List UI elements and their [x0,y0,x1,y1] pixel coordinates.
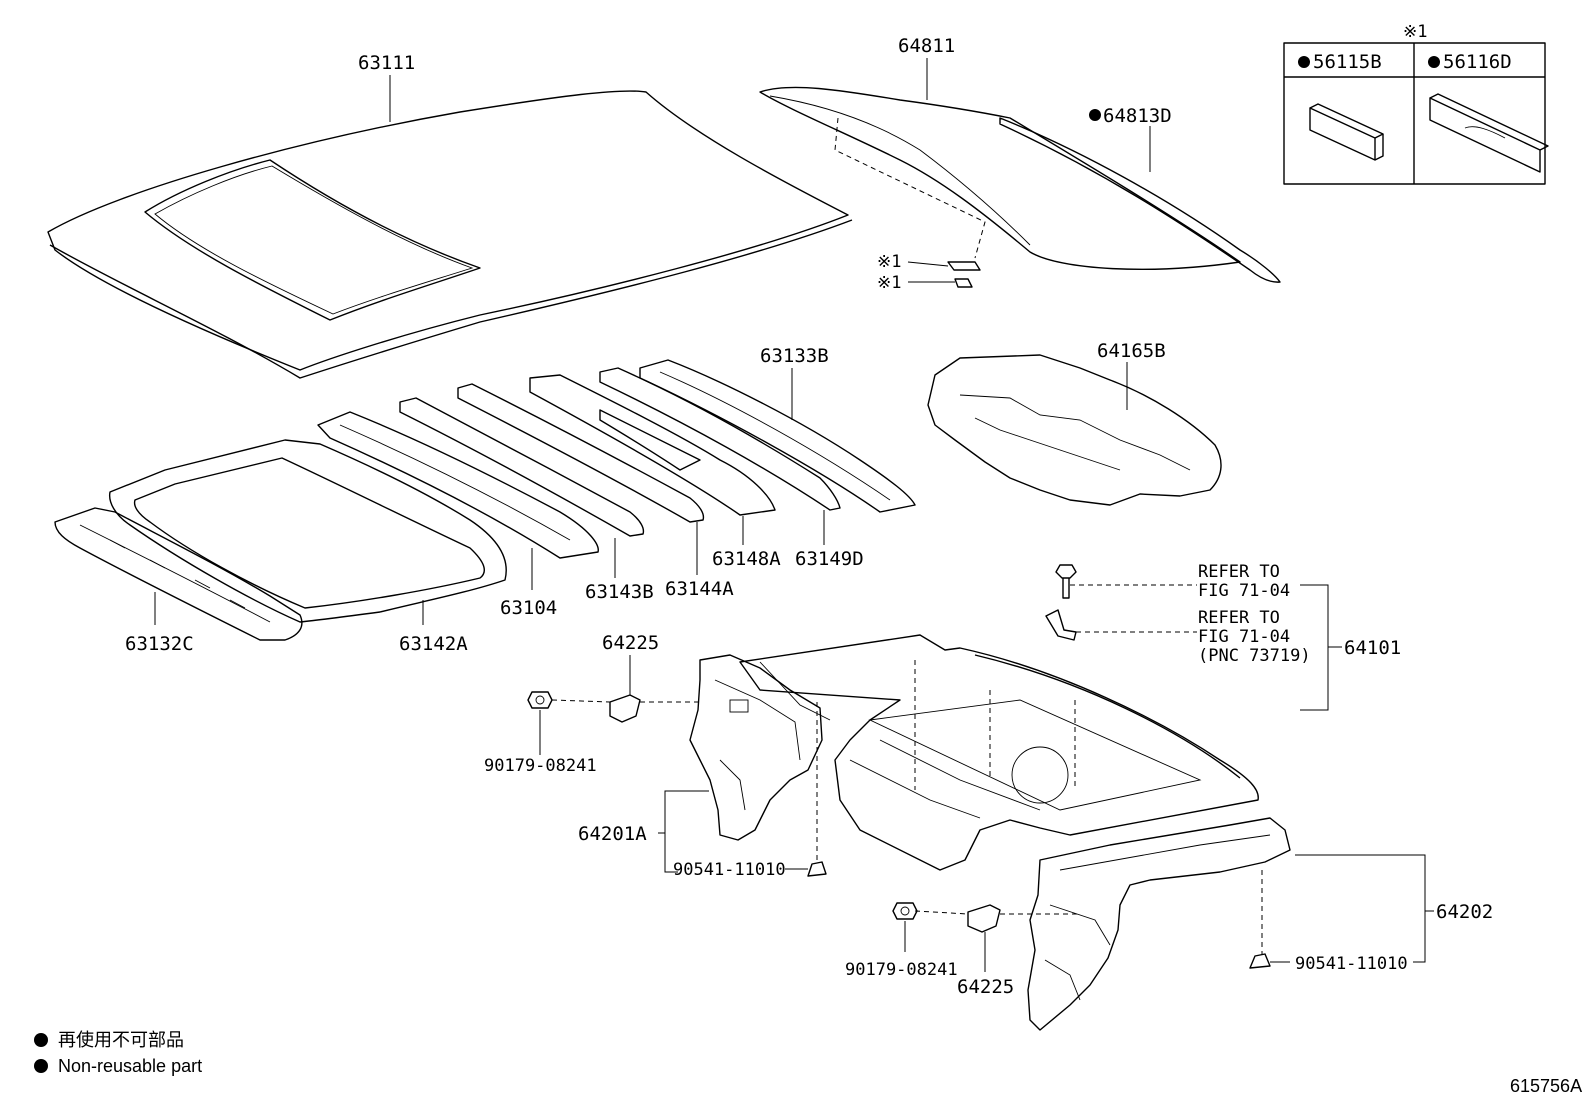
grommet-90541-right[interactable] [1249,953,1271,969]
inset-col1-label: 56115B [1313,51,1382,73]
label-64165B: 64165B [1097,340,1166,362]
molding-64813D[interactable] [999,117,1281,283]
label-63142A: 63142A [399,633,468,655]
label-star1-a: ※1 [877,252,901,272]
package-tray-silencer-64165B[interactable] [927,354,1222,506]
front-header-63132C[interactable] [54,507,303,641]
label-90541-right: 90541-11010 [1295,954,1408,974]
label-90541-left: 90541-11010 [673,860,786,880]
roof-bow-63144A[interactable] [457,383,705,523]
label-90179-bottom: 90179-08241 [845,960,958,980]
label-63144A: 63144A [665,578,734,600]
rear-side-panel-64201A[interactable] [689,654,823,841]
legend-dot-en [34,1059,48,1073]
rear-side-panel-64202[interactable] [1027,817,1291,1031]
label-star1-b: ※1 [877,273,901,293]
roof-bow-63148A[interactable] [529,374,776,516]
non-reusable-dot-56116D [1428,56,1440,68]
label-64225-top: 64225 [602,632,659,654]
label-63133B: 63133B [760,345,829,367]
legend-jp: 再使用不可部品 [58,1030,184,1050]
legend-dot-jp [34,1033,48,1047]
label-63111: 63111 [358,52,415,74]
grommet-90541-left[interactable] [807,861,827,877]
roof-bow-63133B[interactable] [639,359,916,513]
part-56116D-image[interactable] [1429,93,1549,173]
clip-star1-a[interactable] [947,261,981,271]
inset-table [1283,42,1546,185]
non-reusable-dot-64813D [1089,109,1101,121]
part-56115B-image[interactable] [1309,103,1384,161]
nut-90179-top[interactable] [527,691,553,709]
roof-bow-63149D[interactable] [599,367,841,511]
label-63132C: 63132C [125,633,194,655]
nut-90179-bottom[interactable] [892,902,918,920]
refer2-line3: (PNC 73719) [1198,646,1311,666]
label-63143B: 63143B [585,581,654,603]
bracket-64225-bottom[interactable] [967,904,1001,933]
label-90179-top: 90179-08241 [484,756,597,776]
label-63148A: 63148A [712,548,781,570]
label-64811: 64811 [898,35,955,57]
package-tray-panel-64101[interactable] [739,634,1259,871]
refer2-line2: FIG 71-04 [1198,627,1290,647]
label-64225-bottom: 64225 [957,976,1014,998]
label-63104: 63104 [500,597,557,619]
refer1-line2: FIG 71-04 [1198,581,1290,601]
figure-id: 615756A [1510,1076,1582,1096]
bracket-ref[interactable] [1045,609,1077,641]
bolt-ref[interactable] [1055,564,1077,599]
roof-rail-63104[interactable] [317,411,599,559]
label-64101: 64101 [1344,637,1401,659]
sunroof-reinforcement-63142A[interactable] [108,439,507,623]
inset-col2-label: 56116D [1443,51,1512,73]
non-reusable-dot-56115B [1298,56,1310,68]
roof-panel-63111[interactable] [47,90,853,379]
label-63149D: 63149D [795,548,864,570]
refer1-line1: REFER TO [1198,562,1280,582]
legend-en: Non-reusable part [58,1056,202,1076]
label-64813D: 64813D [1103,105,1172,127]
bracket-64225-top[interactable] [609,694,641,723]
label-64201A: 64201A [578,823,647,845]
back-glass-64811[interactable] [759,86,1241,270]
inset-mark: ※1 [1403,22,1427,42]
roof-bow-63143B[interactable] [399,397,645,537]
label-64202: 64202 [1436,901,1493,923]
refer2-line1: REFER TO [1198,608,1280,628]
clip-star1-b[interactable] [954,278,973,288]
